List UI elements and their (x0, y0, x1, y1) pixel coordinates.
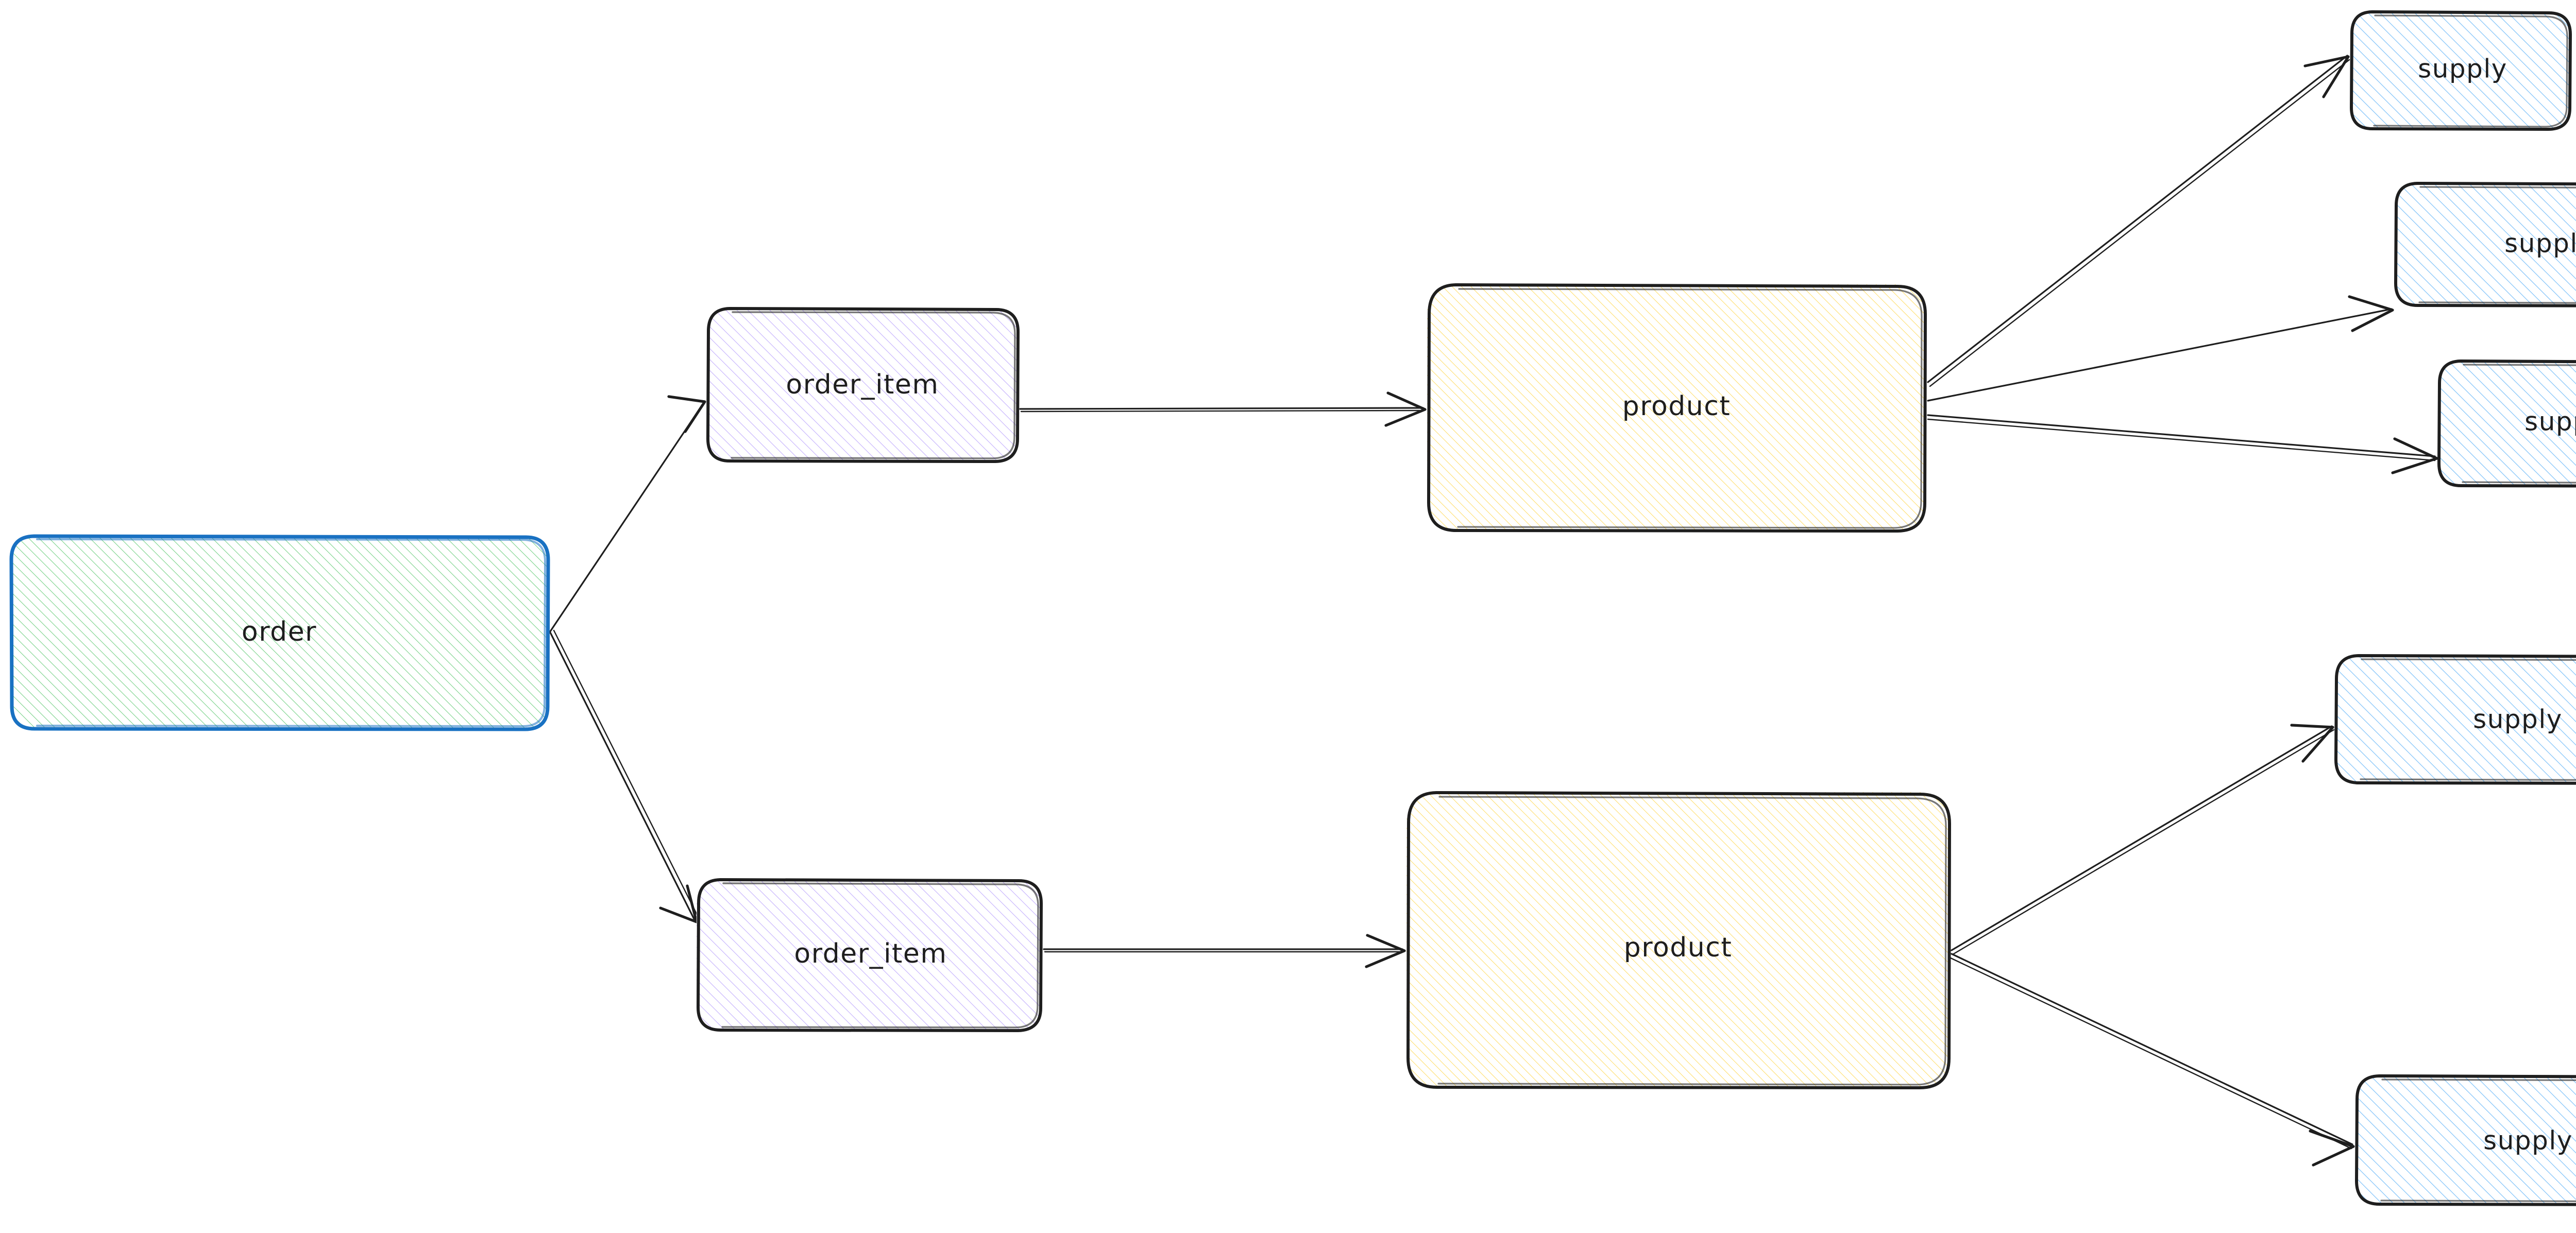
edge-product-2-to-supply-4[interactable] (1951, 724, 2335, 955)
node-supply-4-fill (2335, 655, 2576, 784)
node-supply-1[interactable]: supply (2350, 10, 2572, 131)
edge-product-1-to-supply-3[interactable] (1927, 414, 2438, 474)
node-supply-5-fill (2355, 1075, 2576, 1205)
node-order-item-2-outline (697, 878, 1043, 1032)
node-supply-1-outline (2350, 10, 2572, 131)
node-supply-3[interactable]: supply (2437, 359, 2576, 488)
node-supply-5-outline (2355, 1074, 2576, 1206)
node-supply-4[interactable]: supply (2334, 654, 2576, 785)
edge-product-1-to-supply-2[interactable] (1927, 295, 2394, 402)
node-order-item-2-fill (697, 879, 1042, 1031)
edge-order-item-2-to-product-2[interactable] (1043, 934, 1406, 968)
node-order-item-2[interactable]: order_item (697, 878, 1043, 1032)
node-order-item-1[interactable]: order_item (706, 307, 1020, 463)
node-order-item-1-outline-2 (731, 311, 1016, 459)
node-product-1[interactable]: product (1427, 283, 1927, 533)
node-order-item-2-outline-2 (721, 882, 1039, 1029)
node-order-item-2-label: order_item (794, 938, 947, 969)
node-supply-2-label: supply (2504, 229, 2576, 259)
node-product-1-fill (1427, 284, 1926, 532)
node-supply-5-label: supply (2483, 1126, 2573, 1156)
node-product-2[interactable]: product (1406, 791, 1951, 1089)
node-supply-3-label: supply (2524, 407, 2576, 437)
node-order-item-1-fill (707, 308, 1019, 463)
node-order-label: order (242, 616, 317, 647)
edge-product-1-to-supply-1[interactable] (1927, 55, 2350, 387)
node-product-2-label: product (1624, 932, 1733, 963)
node-supply-2-fill (2395, 183, 2576, 306)
edge-product-2-to-supply-5[interactable] (1950, 953, 2355, 1167)
edge-order-to-order-item-2[interactable] (549, 629, 700, 923)
node-supply-1-fill (2350, 11, 2571, 130)
node-supply-4-outline (2334, 654, 2576, 785)
node-supply-5[interactable]: supply (2355, 1074, 2576, 1206)
edge-layer (549, 55, 2438, 1167)
node-supply-1-outline-2 (2373, 14, 2568, 128)
node-order-item-1-outline (706, 307, 1020, 463)
edge-order-to-order-item-1[interactable] (549, 395, 706, 632)
node-supply-4-label: supply (2473, 705, 2563, 734)
node-product-1-outline (1427, 283, 1927, 533)
node-order-outline-2 (36, 538, 546, 727)
node-supply-3-fill (2438, 361, 2576, 487)
node-supply-2[interactable]: supply (2394, 182, 2576, 307)
node-order-outline (9, 534, 550, 731)
node-product-2-fill (1406, 792, 1950, 1088)
node-order-item-1-label: order_item (786, 369, 939, 400)
edge-order-item-1-to-product-1[interactable] (1019, 391, 1427, 427)
node-order-fill (10, 536, 549, 730)
node-product-1-outline-2 (1457, 288, 1923, 529)
node-order[interactable]: order (9, 534, 550, 731)
node-supply-1-label: supply (2418, 54, 2507, 84)
node-supply-2-outline (2394, 182, 2576, 307)
node-product-1-label: product (1622, 391, 1731, 422)
node-product-2-outline-2 (1437, 796, 1947, 1086)
node-supply-3-outline (2437, 359, 2576, 488)
node-product-2-outline (1406, 791, 1951, 1089)
